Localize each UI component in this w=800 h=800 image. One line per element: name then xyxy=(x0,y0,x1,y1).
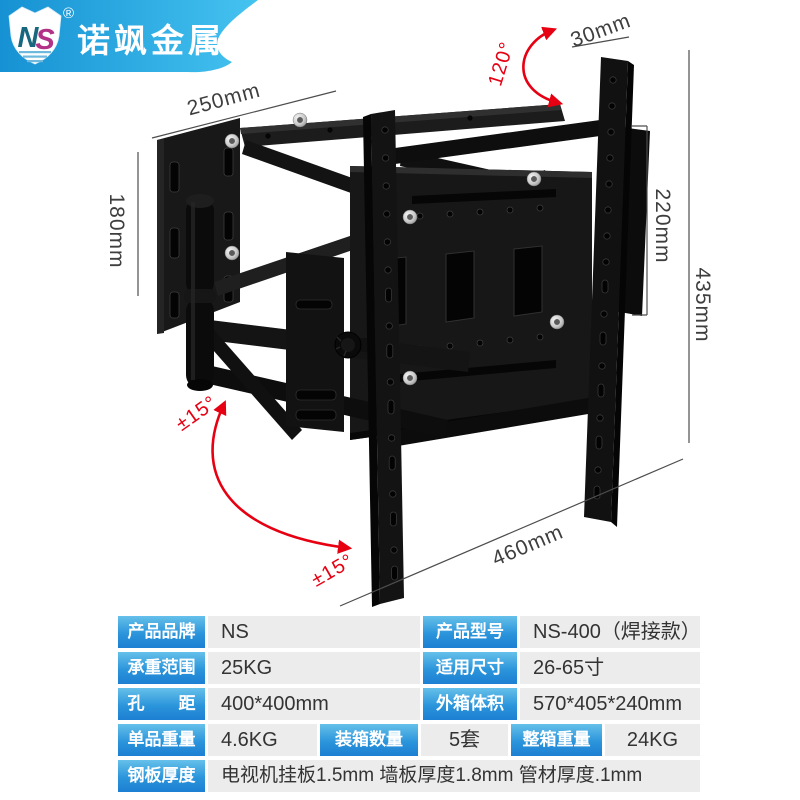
spec-header-hole-pitch: 孔 距 xyxy=(118,688,205,720)
table-row: 单品重量 4.6KG 装箱数量 5套 整箱重量 24KG xyxy=(118,724,700,756)
right-rail xyxy=(584,57,634,527)
dim-label-tilt-lower: ±15° xyxy=(307,549,358,592)
spec-header-size: 适用尺寸 xyxy=(423,652,517,684)
left-rail xyxy=(363,110,404,607)
spec-header-carton-weight: 整箱重量 xyxy=(511,724,602,756)
shield-stripe xyxy=(19,51,51,54)
top-arm xyxy=(214,104,565,296)
spec-header-model: 产品型号 xyxy=(423,616,517,648)
dim-label-bottom-width: 460mm xyxy=(488,520,567,571)
dim-label-rail-height: 435mm xyxy=(691,267,714,343)
spec-header-unit-weight: 单品重量 xyxy=(118,724,205,756)
spec-value-brand: NS xyxy=(208,616,420,648)
top-strip xyxy=(395,120,600,164)
pivot-post xyxy=(184,194,216,391)
spec-value-pack-qty: 5套 xyxy=(421,724,508,756)
table-row: 产品品牌 NS 产品型号 NS-400（焊接款） xyxy=(118,616,700,648)
wall-plate xyxy=(157,118,240,334)
spec-header-brand: 产品品牌 xyxy=(118,616,205,648)
spec-header-steel-thickness: 钢板厚度 xyxy=(118,760,205,792)
table-row: 钢板厚度 电视机挂板1.5mm 墙板厚度1.8mm 管材厚度.1mm xyxy=(118,760,700,792)
bottom-strip xyxy=(398,396,600,446)
dim-label-wall-plate-height: 180mm xyxy=(105,193,128,269)
registered-mark: ® xyxy=(63,5,74,22)
spec-value-steel-thickness: 电视机挂板1.5mm 墙板厚度1.8mm 管材厚度.1mm xyxy=(208,760,700,792)
tilt-arrow xyxy=(211,400,353,554)
tilt-knob xyxy=(334,331,372,359)
lower-arm xyxy=(206,320,470,440)
spec-header-carton-volume: 外箱体积 xyxy=(423,688,517,720)
vesa-plate xyxy=(350,166,592,440)
brand-name: 诺飒金属 xyxy=(77,22,225,59)
shield-stripe xyxy=(23,55,47,58)
spec-value-carton-volume: 570*405*240mm xyxy=(520,688,700,720)
spec-value-unit-weight: 4.6KG xyxy=(208,724,317,756)
ns-shield-logo: N S xyxy=(8,6,62,65)
table-row: 承重范围 25KG 适用尺寸 26-65寸 xyxy=(118,652,700,684)
rear-bracket xyxy=(614,127,650,316)
spec-value-load: 25KG xyxy=(208,652,420,684)
banner-swoosh: N S ® xyxy=(0,0,258,73)
spec-value-model: NS-400（焊接款） xyxy=(520,616,700,648)
rotation-arrows xyxy=(211,26,564,554)
dim-label-bracket-height: 220mm xyxy=(651,188,674,264)
tilt-bracket xyxy=(286,252,344,432)
logo-letter-n: N xyxy=(18,22,40,54)
spec-header-load: 承重范围 xyxy=(118,652,205,684)
spec-value-hole-pitch: 400*400mm xyxy=(208,688,420,720)
spec-header-pack-qty: 装箱数量 xyxy=(320,724,418,756)
dim-label-top-depth: 30mm xyxy=(567,9,635,53)
dim-label-tilt-upper: ±15° xyxy=(171,391,222,436)
banner-background xyxy=(0,0,258,73)
dim-label-top-width: 250mm xyxy=(184,78,264,121)
chrome-screws xyxy=(224,112,565,386)
spec-table: 产品品牌 NS 产品型号 NS-400（焊接款） 承重范围 25KG 适用尺寸 … xyxy=(118,616,700,792)
logo-letter-s: S xyxy=(35,24,55,56)
swivel-arrow xyxy=(522,26,564,108)
brand-banner: N S ® 诺飒金属 xyxy=(0,0,270,78)
shield-stripe xyxy=(27,60,43,63)
spec-value-carton-weight: 24KG xyxy=(605,724,700,756)
spec-value-size: 26-65寸 xyxy=(520,652,700,684)
dim-label-swivel-angle: 120° xyxy=(484,38,519,89)
table-row: 孔 距 400*400mm 外箱体积 570*405*240mm xyxy=(118,688,700,720)
dimension-lines xyxy=(137,36,690,607)
